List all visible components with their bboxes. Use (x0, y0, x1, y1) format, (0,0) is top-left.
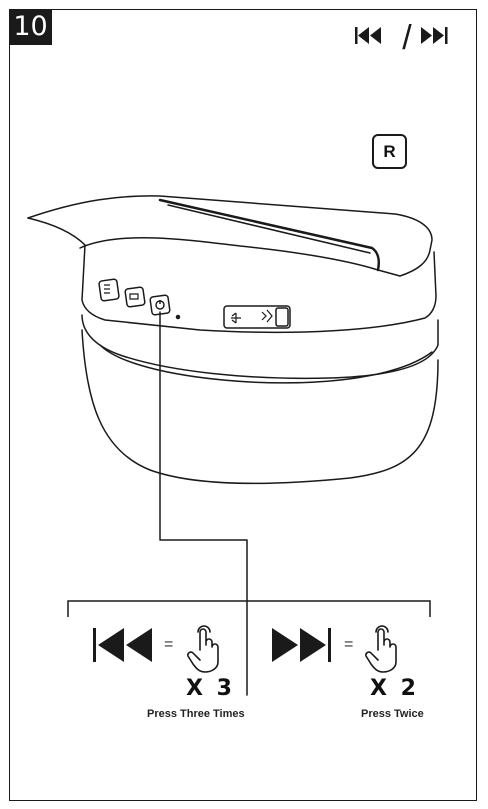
next-track-big-icon (272, 628, 331, 662)
previous-track-icon (355, 27, 381, 44)
header-separator: / (402, 19, 412, 54)
next-equals-sign: = (344, 636, 354, 653)
track-control-header: / (350, 14, 470, 57)
next-track-icon (421, 27, 448, 44)
next-caption: Press Twice (361, 708, 424, 720)
prev-equals-sign: = (164, 636, 174, 653)
press-hand-icon (187, 625, 219, 673)
press-hand-icon-2 (365, 625, 397, 673)
previous-track-big-icon (93, 628, 152, 662)
prev-press-count: X 3 (186, 676, 235, 701)
prev-caption: Press Three Times (147, 708, 245, 720)
page-frame (9, 9, 477, 801)
right-side-badge: R (372, 134, 407, 169)
next-press-count: X 2 (370, 676, 419, 701)
step-number-badge: 10 (9, 9, 52, 45)
